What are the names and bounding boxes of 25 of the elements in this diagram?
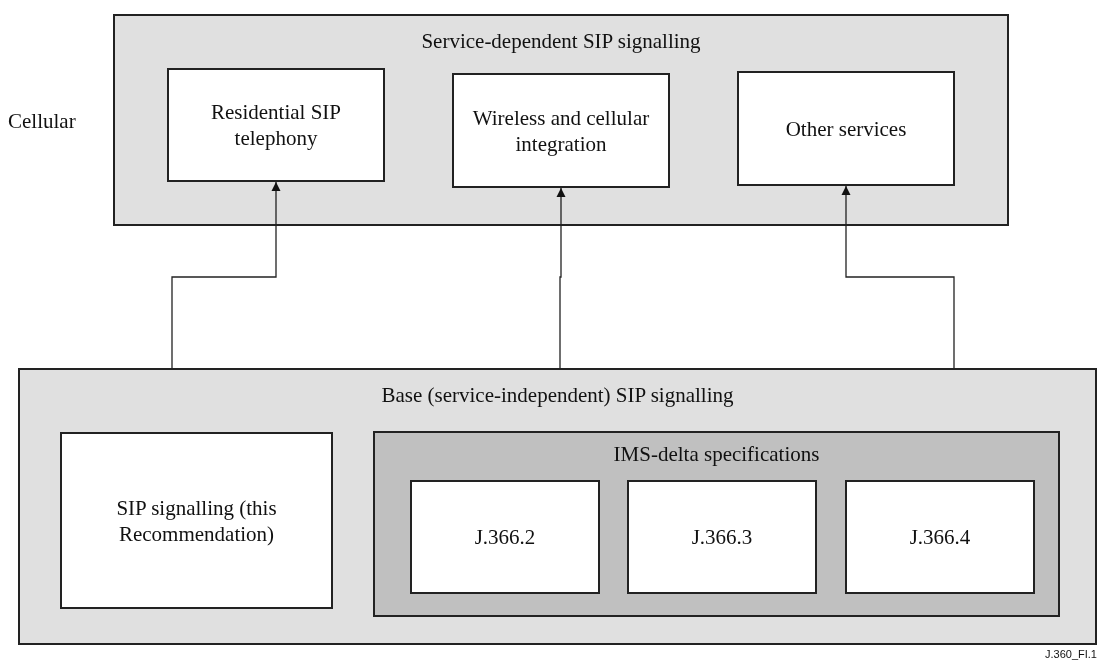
process-box bbox=[410, 480, 600, 594]
group-box bbox=[373, 431, 1060, 617]
group-box bbox=[18, 368, 1097, 645]
process-box bbox=[452, 73, 670, 188]
process-box bbox=[627, 480, 817, 594]
side-label: Cellular bbox=[8, 108, 76, 135]
arrow bbox=[171, 181, 281, 369]
group-title: Service-dependent SIP signalling bbox=[420, 28, 702, 54]
process-box bbox=[167, 68, 385, 182]
arrow bbox=[841, 185, 955, 369]
box-label: J.366.3 bbox=[690, 524, 754, 550]
box-label: Other services bbox=[784, 115, 908, 142]
group-box bbox=[113, 14, 1009, 226]
box-label: J.366.2 bbox=[473, 524, 537, 550]
box-label: SIP signalling (this Recommendation) bbox=[115, 494, 278, 547]
box-label: Residential SIP telephony bbox=[209, 99, 343, 151]
process-box bbox=[845, 480, 1035, 594]
arrow bbox=[556, 187, 566, 369]
box-label: J.366.4 bbox=[908, 524, 972, 550]
group-title: IMS-delta specifications bbox=[612, 441, 821, 467]
figure-id: J.360_FI.1 bbox=[1045, 647, 1097, 661]
process-box bbox=[60, 432, 333, 609]
box-label: Wireless and cellular integration bbox=[471, 104, 651, 157]
group-title: Base (service-independent) SIP signalling bbox=[380, 382, 735, 408]
process-box bbox=[737, 71, 955, 186]
